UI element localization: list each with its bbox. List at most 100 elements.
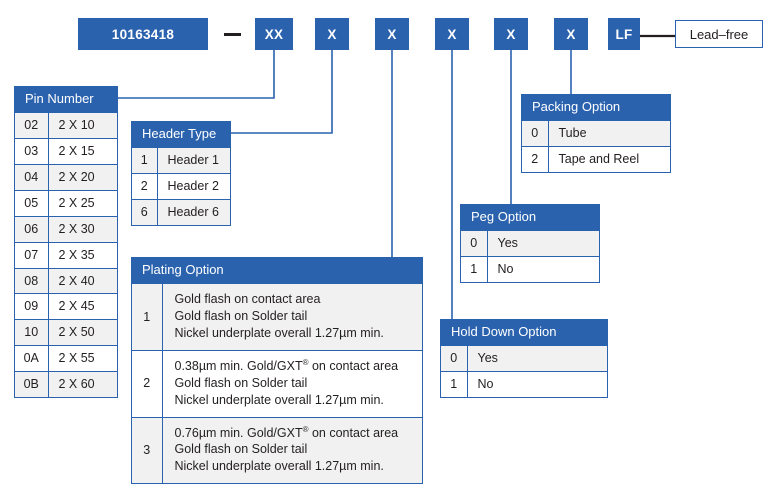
option-code: 2 [132, 349, 163, 418]
option-code: 0A [15, 345, 49, 372]
option-description: No [467, 371, 607, 398]
option-description: Tape and Reel [548, 146, 670, 173]
segment-hold-down-option[interactable]: X [435, 18, 469, 50]
option-code: 0 [522, 120, 549, 147]
option-code: 2 [522, 146, 549, 173]
option-description-line: Nickel underplate overall 1.27µm min. [174, 326, 384, 341]
segment-plating-option[interactable]: X [375, 18, 409, 50]
option-description-line: Gold flash on Solder tail [174, 442, 308, 457]
base-part-number[interactable]: 10163418 [78, 18, 208, 50]
wire-header-type [231, 50, 333, 134]
table-hold-down-option-title: Hold Down Option [441, 320, 607, 346]
option-code: 3 [132, 416, 163, 484]
segment-peg-option[interactable]: X [494, 18, 528, 50]
option-description-line: Gold flash on Solder tail [174, 309, 308, 324]
option-description: Tube [548, 120, 670, 147]
option-description: 2 X 50 [48, 319, 117, 346]
option-code: 07 [15, 241, 49, 269]
option-description: 2 X 45 [48, 293, 117, 320]
option-description: 2 X 40 [48, 267, 117, 294]
option-description: 2 X 25 [48, 189, 117, 217]
option-code: 08 [15, 267, 49, 294]
option-code: 10 [15, 319, 49, 346]
option-code: 0 [441, 345, 468, 372]
option-code: 1 [441, 371, 468, 398]
option-description: 2 X 10 [48, 112, 117, 139]
option-code: 2 [132, 173, 158, 200]
option-description: 2 X 30 [48, 215, 117, 243]
option-code: 05 [15, 189, 49, 217]
option-description: 2 X 20 [48, 164, 117, 191]
segment-pin-number[interactable]: XX [255, 18, 293, 50]
segment-packing-option[interactable]: X [554, 18, 588, 50]
option-code: 04 [15, 164, 49, 191]
table-peg-option-title: Peg Option [461, 205, 599, 231]
option-code: 06 [15, 215, 49, 243]
option-description: Yes [467, 345, 607, 372]
wire-pin-number [104, 50, 275, 99]
option-description: Header 6 [157, 199, 230, 225]
option-code: 6 [132, 199, 158, 225]
segment-header-type[interactable]: X [315, 18, 349, 50]
option-description-line: Gold flash on Solder tail [174, 375, 308, 390]
option-code: 0 [461, 230, 488, 257]
option-description-line: Nickel underplate overall 1.27µm min. [174, 459, 384, 474]
option-code: 03 [15, 138, 49, 165]
option-code: 0B [15, 371, 49, 397]
option-description: 2 X 15 [48, 138, 117, 165]
option-description-line: 0.76µm min. Gold/GXT® on contact area [174, 424, 399, 440]
table-header-type-title: Header Type [132, 122, 230, 148]
option-description: 2 X 60 [48, 371, 117, 397]
option-description: No [487, 256, 599, 283]
option-code: 1 [132, 147, 158, 174]
option-description-line: Nickel underplate overall 1.27µm min. [174, 392, 384, 407]
option-description: 2 X 55 [48, 345, 117, 372]
option-code: 1 [461, 256, 488, 283]
option-description: Header 1 [157, 147, 230, 174]
option-description: Yes [487, 230, 599, 257]
option-description-line: 0.38µm min. Gold/GXT® on contact area [174, 357, 399, 373]
segment-lead-free-code[interactable]: LF [608, 18, 640, 50]
option-description: 2 X 35 [48, 241, 117, 269]
option-code: 09 [15, 293, 49, 320]
table-plating-option-title: Plating Option [132, 258, 422, 284]
dash-separator [224, 33, 241, 36]
